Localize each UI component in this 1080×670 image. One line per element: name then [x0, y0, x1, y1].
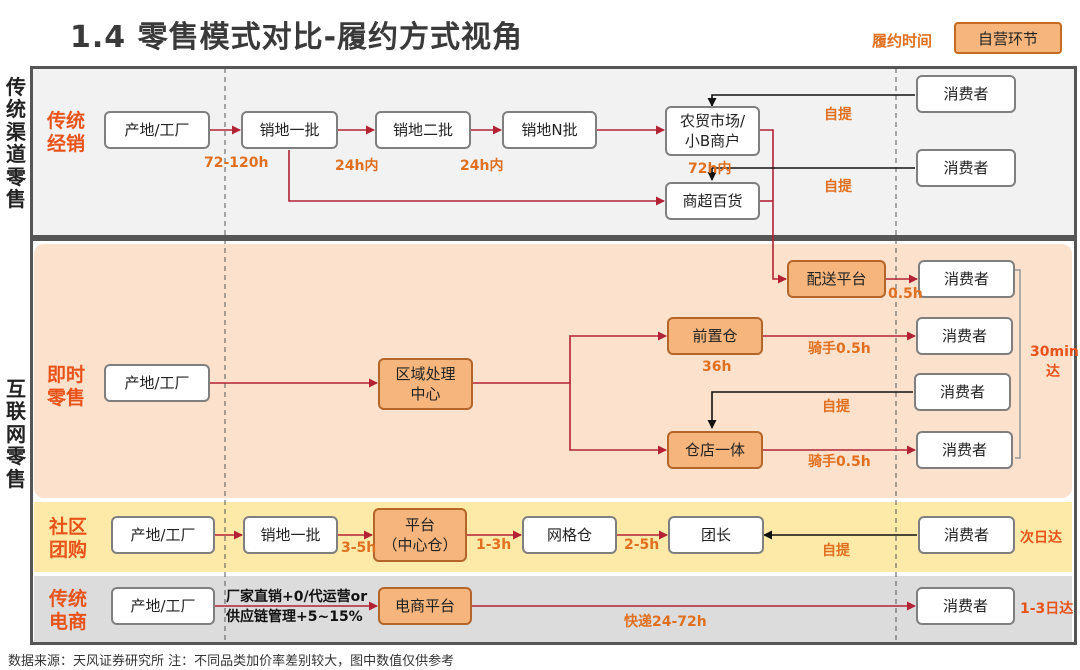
delivery-consumer-node: 消费者 — [918, 260, 1015, 298]
instant-front-wh-node: 前置仓 — [667, 317, 763, 355]
instant-store-wh-node: 仓店一体 — [667, 431, 763, 469]
trad-second-node: 销地二批 — [375, 111, 471, 149]
comm-first-node: 销地一批 — [243, 516, 338, 554]
comm-platform-line2: （中心仓） — [382, 536, 458, 554]
section-ecommerce: 传统电商 — [48, 588, 87, 633]
label-rider-1: 骑手0.5h — [808, 341, 871, 357]
label-30min-arrive: 达 — [1046, 364, 1060, 380]
instant-consumer-node-1: 消费者 — [916, 317, 1013, 355]
label-0-5h: 0.5h — [888, 286, 923, 302]
trad-market-node: 农贸市场/ 小B商户 — [665, 106, 760, 156]
trad-origin-node: 产地/工厂 — [104, 111, 210, 149]
label-rider-2: 骑手0.5h — [808, 454, 871, 470]
label-direct-line1: 厂家直销+0/代运营or — [226, 589, 368, 605]
instant-center-line1: 区域处理 — [395, 364, 456, 383]
label-24h-a: 24h内 — [335, 158, 379, 174]
ec-origin-node: 产地/工厂 — [111, 587, 215, 625]
label-1-3-days: 1-3日达 — [1020, 601, 1074, 617]
internet-band-frame — [30, 238, 1077, 645]
section-instant: 即时零售 — [46, 364, 85, 409]
edge-consumer1-market — [707, 94, 915, 107]
label-3-5h: 3-5h — [341, 540, 377, 556]
legend-self-box: 自营环节 — [954, 22, 1062, 54]
section-traditional: 传统经销 — [46, 110, 85, 155]
label-30min: 30min — [1030, 344, 1079, 360]
section-community: 社区团购 — [48, 516, 87, 561]
trad-market-line1: 农贸市场/ — [679, 111, 746, 130]
label-express: 快递24-72h — [624, 614, 707, 630]
comm-consumer-node: 消费者 — [918, 516, 1015, 554]
trad-supermarket-node: 商超百货 — [665, 182, 760, 220]
trad-consumer-node-2: 消费者 — [916, 149, 1016, 187]
label-36h: 36h — [702, 359, 732, 375]
label-next-day: 次日达 — [1020, 530, 1062, 546]
label-pickup-1: 自提 — [824, 107, 852, 123]
label-2-5h: 2-5h — [624, 537, 660, 553]
label-pickup-2: 自提 — [824, 179, 852, 195]
page-title: 1.4 零售模式对比-履约方式视角 — [70, 20, 524, 55]
edge-first-supermarket — [288, 150, 665, 206]
instant-origin-node: 产地/工厂 — [104, 364, 210, 402]
label-72h: 72h内 — [688, 161, 732, 177]
instant-consumer-node-2: 消费者 — [914, 373, 1011, 411]
label-pickup-4: 自提 — [822, 543, 850, 559]
edge-center-front — [473, 331, 667, 384]
ec-platform-node: 电商平台 — [378, 587, 472, 625]
trad-market-line2: 小B商户 — [684, 132, 741, 150]
trad-nth-node: 销地N批 — [502, 111, 597, 149]
edge-center-store — [569, 383, 667, 455]
instant-center-line2: 中心 — [410, 385, 441, 403]
instant-center-node: 区域处理 中心 — [378, 358, 473, 410]
label-72-120h: 72-120h — [204, 155, 269, 171]
label-pickup-3: 自提 — [822, 399, 850, 415]
internet-group-title: 互联网零售 — [6, 377, 26, 491]
source-footer: 数据来源：天风证券研究所 注：不同品类加价率差别较大，图中数值仅供参考 — [8, 654, 455, 669]
comm-platform-node: 平台 （中心仓） — [373, 508, 467, 562]
ec-consumer-node: 消费者 — [916, 587, 1015, 625]
label-direct-line2: 供应链管理+5~15% — [226, 609, 363, 625]
delivery-platform-node: 配送平台 — [787, 260, 886, 298]
trad-consumer-node-1: 消费者 — [916, 75, 1016, 113]
edge-consumer-store-pickup — [707, 391, 913, 429]
comm-grid-wh-node: 网格仓 — [522, 516, 617, 554]
label-24h-b: 24h内 — [460, 158, 504, 174]
comm-leader-node: 团长 — [668, 516, 764, 554]
bracket-30min — [1015, 269, 1021, 459]
comm-origin-node: 产地/工厂 — [111, 516, 215, 554]
comm-platform-line1: 平台 — [404, 515, 435, 534]
legend-time-label: 履约时间 — [872, 32, 933, 50]
label-1-3h: 1-3h — [476, 537, 512, 553]
traditional-group-title: 传统渠道零售 — [6, 75, 26, 211]
edge-market-consumer — [760, 129, 787, 284]
trad-first-node: 销地一批 — [241, 111, 338, 149]
instant-consumer-node-3: 消费者 — [916, 431, 1013, 469]
